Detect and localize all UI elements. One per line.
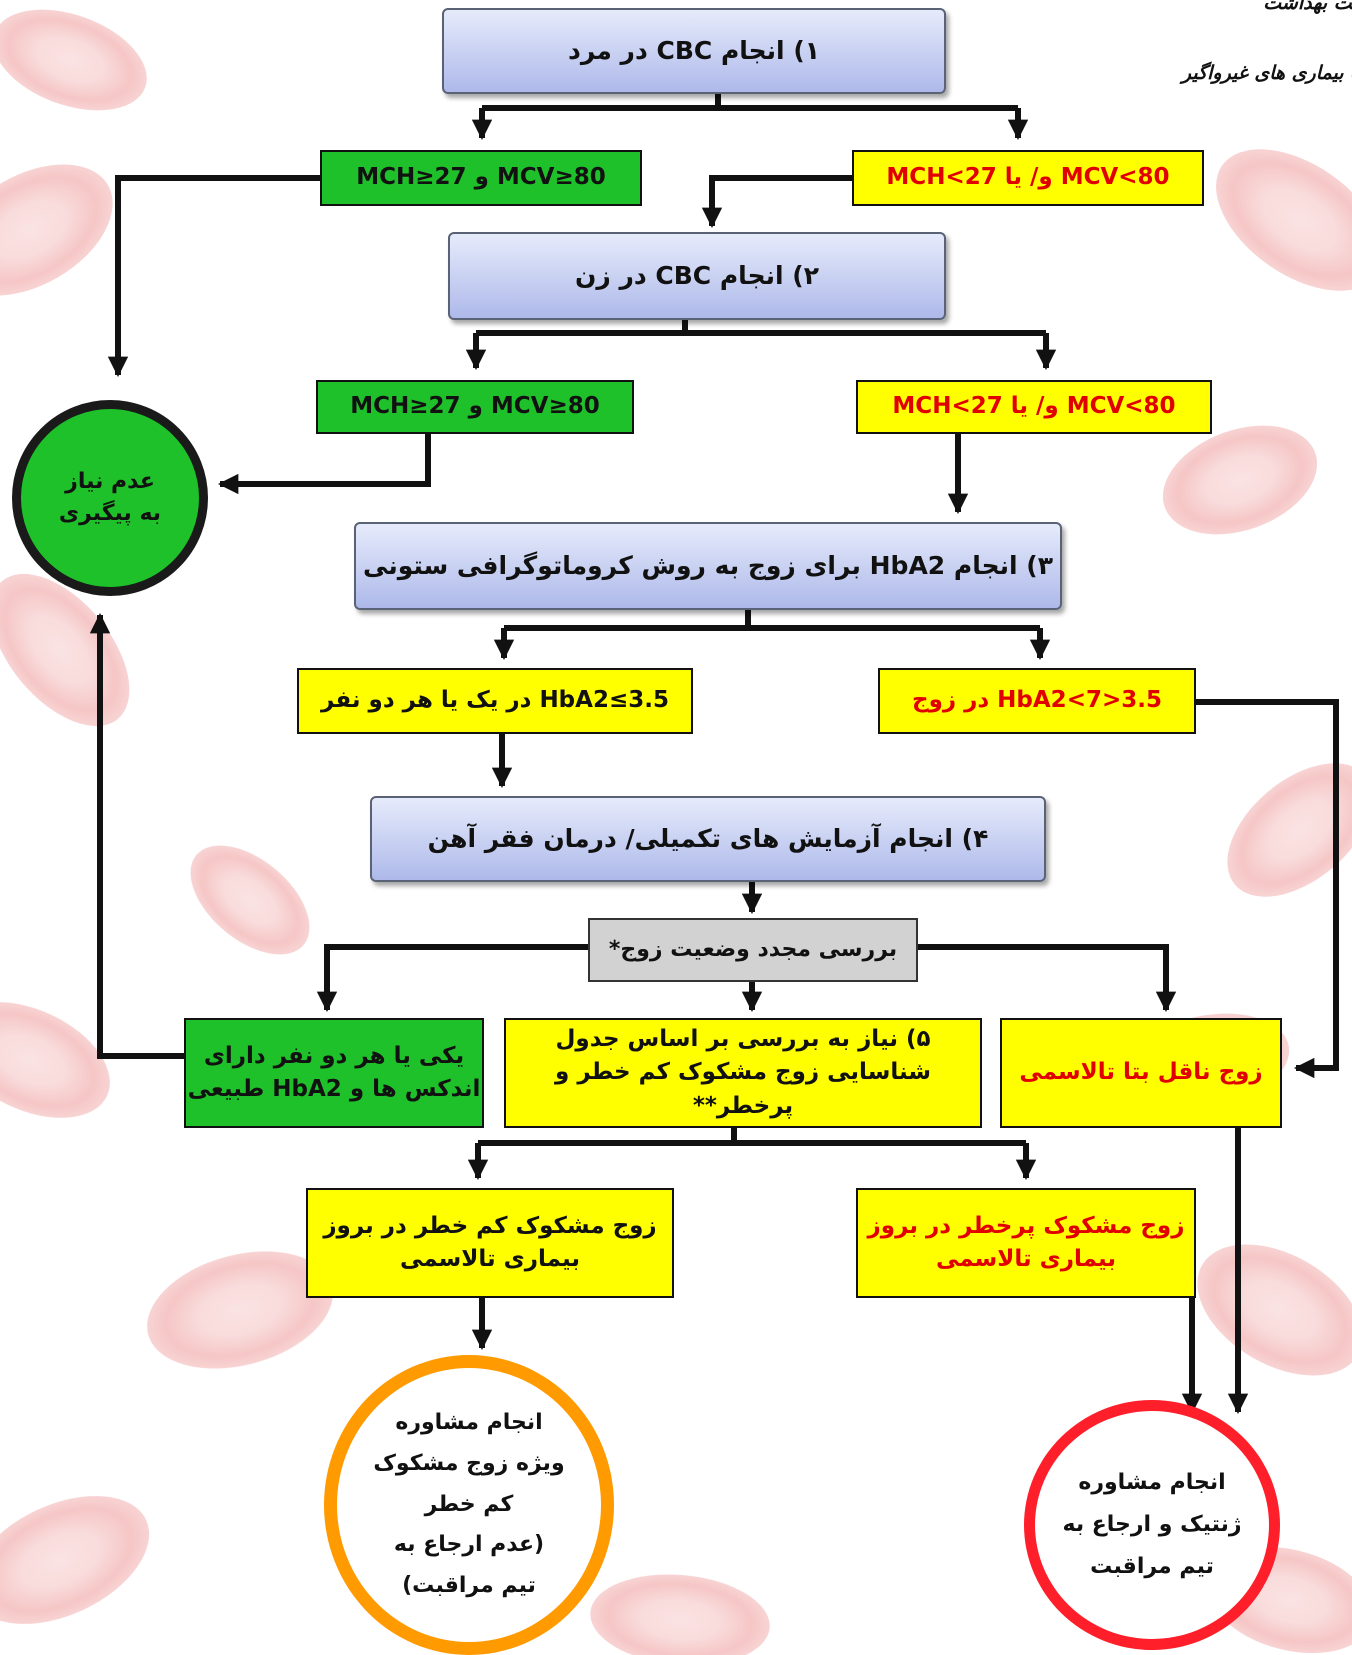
low-counsel-line-4: (عدم ارجاع به	[393, 1532, 545, 1558]
step-3-hba2-test: ۳) انجام HbA2 برای زوج به روش کروماتوگرا…	[354, 522, 1062, 610]
step-1-man-cbc: ۱) انجام CBC در مرد	[442, 8, 946, 94]
hba2-high-label: 3.5<HbA2<7 در زوج	[912, 687, 1162, 714]
step-1-label: ۱) انجام CBC در مرد	[567, 35, 821, 65]
header-line-1: معاونت بهداشت	[1263, 0, 1352, 14]
low-counsel-line-1: انجام مشاوره	[395, 1410, 543, 1436]
high-counsel-line-1: انجام مشاوره	[1078, 1470, 1226, 1496]
low-risk-line-2: بیماری تالاسمی	[399, 1246, 581, 1272]
low-risk-line-1: زوج مشکوک کم خطر در بروز	[323, 1212, 657, 1239]
high-risk-couple: زوج مشکوک پرخطر در بروز بیماری تالاسمی	[856, 1188, 1196, 1298]
low-counsel-line-3: کم خطر	[424, 1491, 514, 1517]
step-5-risk-table-check: ۵) نیاز به بررسی بر اساس جدول شناسایی زو…	[504, 1018, 982, 1128]
hba2-low-label: HbA2≤3.5 در یک یا هر دو نفر	[321, 687, 669, 714]
high-counsel-line-3: تیم مراقبت	[1090, 1553, 1214, 1579]
step-5-line-1: ۵) نیاز به بررسی بر اساس جدول	[555, 1025, 931, 1052]
header-line-2: مدیریت بیماری های غیرواگیر	[1181, 62, 1352, 84]
beta-thal-carrier-couple: زوج ناقل بتا تالاسمی	[1000, 1018, 1282, 1128]
man-normal-label: MCV≥80 و MCH≥27	[356, 164, 606, 191]
man-normal-indices: MCV≥80 و MCH≥27	[320, 150, 642, 206]
no-followup-line-2: به پیگیری	[58, 501, 162, 526]
step-2-label: ۲) انجام CBC در زن	[575, 260, 819, 290]
man-abnormal-indices: MCV<80 و/ یا MCH<27	[852, 150, 1204, 206]
hba2-high-result: 3.5<HbA2<7 در زوج	[878, 668, 1196, 734]
step-2-woman-cbc: ۲) انجام CBC در زن	[448, 232, 946, 320]
normal-indices-hba2: یکی یا هر دو نفر دارای اندکس ها و HbA2 ط…	[184, 1018, 484, 1128]
woman-normal-indices: MCV≥80 و MCH≥27	[316, 380, 634, 434]
normal-indices-line-1: یکی یا هر دو نفر دارای	[203, 1042, 465, 1069]
review-label: بررسی مجدد وضعیت زوج*	[608, 937, 898, 963]
high-risk-line-2: بیماری تالاسمی	[935, 1246, 1117, 1272]
step-4-label: ۴) انجام آزمایش های تکمیلی/ درمان فقر آه…	[427, 823, 989, 853]
high-risk-counselling-outcome: انجام مشاوره ژنتیک و ارجاع به تیم مراقبت	[1024, 1400, 1280, 1650]
low-risk-counselling-outcome: انجام مشاوره ویژه زوج مشکوک کم خطر (عدم …	[324, 1355, 614, 1655]
step-5-line-2: شناسایی زوج مشکوک کم خطر و پرخطر**	[555, 1059, 931, 1119]
high-counsel-line-2: ژنتیک و ارجاع به	[1062, 1512, 1242, 1538]
no-followup-outcome: عدم نیاز به پیگیری	[12, 400, 208, 596]
high-risk-line-1: زوج مشکوک پرخطر در بروز	[867, 1212, 1185, 1239]
beta-carrier-label: زوج ناقل بتا تالاسمی	[1019, 1059, 1263, 1086]
low-counsel-line-5: تیم مراقبت)	[402, 1573, 536, 1599]
man-abnormal-label: MCV<80 و/ یا MCH<27	[886, 164, 1170, 191]
step-4-supplementary-tests: ۴) انجام آزمایش های تکمیلی/ درمان فقر آه…	[370, 796, 1046, 882]
couple-status-review: بررسی مجدد وضعیت زوج*	[588, 918, 918, 982]
normal-indices-line-2: اندکس ها و HbA2 طبیعی	[187, 1076, 481, 1102]
step-3-label: ۳) انجام HbA2 برای زوج به روش کروماتوگرا…	[363, 550, 1053, 580]
woman-normal-label: MCV≥80 و MCH≥27	[350, 393, 600, 420]
hba2-low-result: HbA2≤3.5 در یک یا هر دو نفر	[297, 668, 693, 734]
woman-abnormal-indices: MCV<80 و/ یا MCH<27	[856, 380, 1212, 434]
low-counsel-line-2: ویژه زوج مشکوک	[373, 1450, 565, 1476]
no-followup-line-1: عدم نیاز	[65, 469, 155, 495]
woman-abnormal-label: MCV<80 و/ یا MCH<27	[892, 393, 1176, 420]
low-risk-couple: زوج مشکوک کم خطر در بروز بیماری تالاسمی	[306, 1188, 674, 1298]
